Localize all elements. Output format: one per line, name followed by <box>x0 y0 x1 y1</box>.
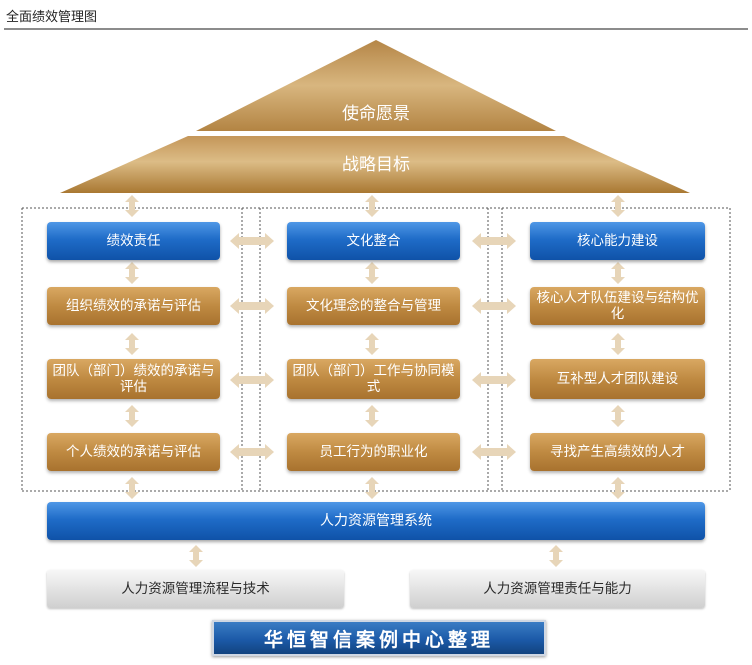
page-title: 全面绩效管理图 <box>6 10 98 25</box>
roof-top-triangle <box>196 40 556 131</box>
col1-item-1: 组织绩效的承诺与评估 <box>47 287 220 325</box>
roof-bottom-trapezoid <box>60 136 690 193</box>
harrow-row2-right <box>472 298 516 314</box>
harrow-row3-left <box>230 372 274 388</box>
arrow-col1-c <box>125 405 139 427</box>
arrow-col3-a <box>611 262 625 284</box>
arrow-roof-col1 <box>125 195 139 217</box>
roof-bottom-label: 战略目标 <box>342 155 410 175</box>
col3-item-1: 核心人才队伍建设与结构优化 <box>530 287 705 325</box>
harrow-row3-right <box>472 372 516 388</box>
arrow-col1-a <box>125 262 139 284</box>
arrow-foundation-base-left <box>189 545 203 567</box>
col2-item-3: 员工行为的职业化 <box>287 433 460 471</box>
col2-item-2: 团队（部门）工作与协同模式 <box>287 359 460 399</box>
arrow-col2-b <box>365 333 379 355</box>
arrow-col1-b <box>125 333 139 355</box>
roof-top-label: 使命愿景 <box>342 104 410 124</box>
column-frames <box>21 207 731 492</box>
col2-item-1: 文化理念的整合与管理 <box>287 287 460 325</box>
arrow-col3-c <box>611 405 625 427</box>
col1-item-2: 团队（部门）绩效的承诺与评估 <box>47 359 220 399</box>
harrow-row1-left <box>230 233 274 249</box>
harrow-row2-left <box>230 298 274 314</box>
source-banner: 华恒智信案例中心整理 <box>212 620 546 656</box>
col3-item-2: 互补型人才团队建设 <box>530 359 705 399</box>
arrow-roof-col3 <box>611 195 625 217</box>
arrow-roof-col2 <box>365 195 379 217</box>
arrow-col3-b <box>611 333 625 355</box>
harrow-row1-right <box>472 233 516 249</box>
arrow-foundation-base-right <box>549 545 563 567</box>
base-left: 人力资源管理流程与技术 <box>47 570 344 608</box>
col3-item-3: 寻找产生高绩效的人才 <box>530 433 705 471</box>
harrow-row4-right <box>472 444 516 460</box>
harrow-row4-left <box>230 444 274 460</box>
arrow-col1-foundation <box>125 477 139 499</box>
col1-item-3: 个人绩效的承诺与评估 <box>47 433 220 471</box>
arrow-col2-c <box>365 405 379 427</box>
col2-header: 文化整合 <box>287 222 460 260</box>
arrow-col2-a <box>365 262 379 284</box>
arrow-col3-foundation <box>611 477 625 499</box>
col1-header: 绩效责任 <box>47 222 220 260</box>
foundation-bar: 人力资源管理系统 <box>47 502 705 540</box>
arrow-col2-foundation <box>365 477 379 499</box>
col3-header: 核心能力建设 <box>530 222 705 260</box>
base-right: 人力资源管理责任与能力 <box>410 570 705 608</box>
title-divider <box>4 28 748 30</box>
